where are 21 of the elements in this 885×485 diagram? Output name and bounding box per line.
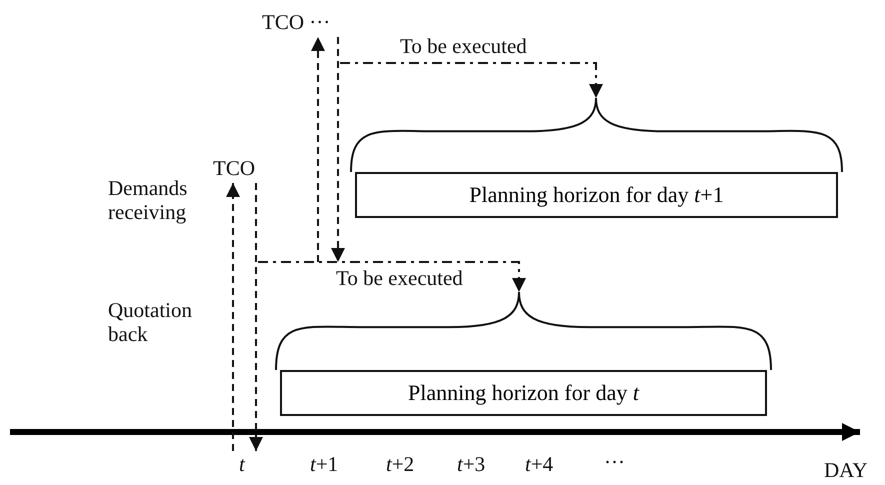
axis-label: DAY <box>824 458 868 482</box>
arrow <box>258 261 526 292</box>
arrow <box>249 183 263 451</box>
edge-label: To be executed <box>336 266 463 290</box>
tick-label: t+3 <box>457 452 486 476</box>
side-label: Demands receiving <box>108 176 188 224</box>
arrow <box>226 183 240 451</box>
side-label: Quotation back <box>108 298 193 346</box>
planning-horizon-box: Planning horizon for day t+1 <box>355 172 838 218</box>
timepoint-label: TCO ··· <box>262 10 330 34</box>
arrow <box>311 37 325 262</box>
timepoint-label: TCO <box>213 156 255 180</box>
arrow <box>340 62 603 98</box>
tick-label: t <box>239 452 245 476</box>
tick-label: t+1 <box>310 452 338 476</box>
planning-horizon-box: Planning horizon for day t <box>280 370 767 416</box>
tick-label: t+4 <box>525 452 554 476</box>
edge-label: To be executed <box>400 34 527 58</box>
ellipsis-label: ··· <box>604 450 625 474</box>
arrow <box>331 37 345 262</box>
tick-label: t+2 <box>386 452 414 476</box>
